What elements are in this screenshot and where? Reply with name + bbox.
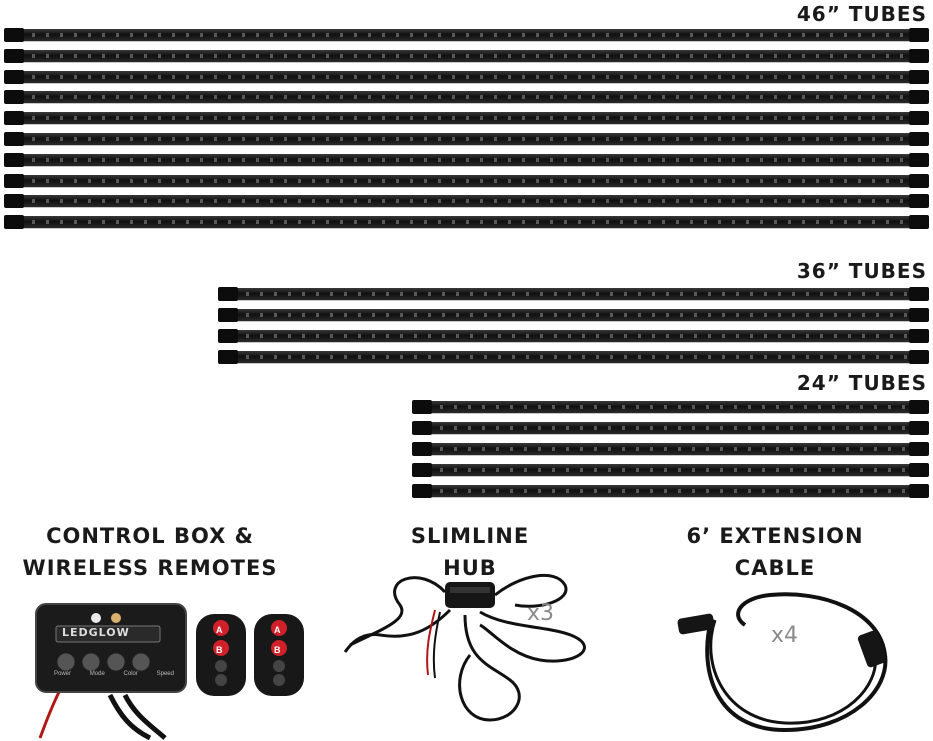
- tube-end-cap: [909, 329, 929, 343]
- cable-caption-line1: 6’ EXTENSION: [686, 524, 864, 548]
- tube-end-cap: [909, 215, 929, 229]
- hub-caption-line1: SLIMLINE: [410, 524, 530, 548]
- label-24-tubes: 24” TUBES: [796, 371, 927, 395]
- led-tube-icon: [218, 287, 929, 301]
- hub-qty: x3: [527, 601, 555, 626]
- tube-end-cap: [909, 463, 929, 477]
- tube-end-cap: [412, 421, 432, 435]
- remote2-key-b: B: [274, 645, 281, 655]
- tube-end-cap: [4, 28, 24, 42]
- remote-key-b: B: [216, 645, 223, 655]
- tube-end-cap: [909, 111, 929, 125]
- tube-end-cap: [909, 70, 929, 84]
- tube-end-cap: [909, 28, 929, 42]
- tube-end-cap: [909, 442, 929, 456]
- led-tube-icon: [412, 400, 929, 414]
- tube-end-cap: [909, 174, 929, 188]
- label-46-tubes: 46” TUBES: [796, 2, 927, 26]
- remote-icon-2: [254, 614, 304, 696]
- control-box-icon: [35, 603, 304, 740]
- control-box-button-power: Power: [54, 671, 72, 677]
- control-box-caption: CONTROL BOX & WIRELESS REMOTES: [10, 520, 290, 584]
- led-tube-icon: [4, 49, 929, 63]
- control-box-brand: LEDGLOW: [62, 626, 130, 639]
- led-tube-icon: [412, 421, 929, 435]
- remote-icon: [196, 614, 246, 696]
- tube-end-cap: [4, 111, 24, 125]
- tube-end-cap: [909, 308, 929, 322]
- led-tube-icon: [4, 215, 929, 229]
- tube-end-cap: [909, 484, 929, 498]
- tube-end-cap: [412, 484, 432, 498]
- cable-qty: x4: [771, 623, 799, 648]
- tube-end-cap: [909, 90, 929, 104]
- tube-end-cap: [909, 153, 929, 167]
- led-tube-icon: [218, 329, 929, 343]
- hub-caption: SLIMLINE HUB: [380, 520, 560, 584]
- tube-end-cap: [909, 194, 929, 208]
- tube-end-cap: [909, 421, 929, 435]
- control-box-caption-line2: WIRELESS REMOTES: [22, 556, 278, 580]
- tube-end-cap: [218, 350, 238, 364]
- led-tube-icon: [4, 28, 929, 42]
- control-box-button-mode: Mode: [89, 671, 105, 677]
- tube-end-cap: [909, 49, 929, 63]
- led-tube-icon: [412, 463, 929, 477]
- led-tube-icon: [4, 70, 929, 84]
- led-tube-icon: [4, 194, 929, 208]
- led-tube-icon: [4, 111, 929, 125]
- led-tube-icon: [4, 132, 929, 146]
- led-tube-icon: [412, 484, 929, 498]
- tube-end-cap: [4, 194, 24, 208]
- hub-caption-line2: HUB: [443, 556, 497, 580]
- tube-end-cap: [4, 153, 24, 167]
- control-box-button-labels: Power Mode Color Speed: [54, 671, 174, 677]
- remote-key-a: A: [216, 625, 223, 635]
- tube-end-cap: [909, 400, 929, 414]
- tube-end-cap: [909, 350, 929, 364]
- tube-end-cap: [218, 329, 238, 343]
- tube-end-cap: [412, 400, 432, 414]
- tube-end-cap: [4, 215, 24, 229]
- tube-end-cap: [4, 90, 24, 104]
- led-tube-icon: [4, 174, 929, 188]
- led-tube-icon: [4, 90, 929, 104]
- control-box-button-color: Color: [123, 671, 138, 677]
- tube-end-cap: [4, 49, 24, 63]
- cable-caption-line2: CABLE: [734, 556, 816, 580]
- control-box-caption-line1: CONTROL BOX &: [46, 524, 254, 548]
- control-box-button-speed: Speed: [156, 671, 174, 677]
- tube-end-cap: [4, 70, 24, 84]
- led-tube-icon: [4, 153, 929, 167]
- cable-icon: [677, 592, 888, 733]
- tube-end-cap: [4, 174, 24, 188]
- led-tube-icon: [218, 308, 929, 322]
- tube-end-cap: [218, 308, 238, 322]
- tube-end-cap: [412, 442, 432, 456]
- tube-end-cap: [909, 132, 929, 146]
- led-tube-icon: [412, 442, 929, 456]
- tube-end-cap: [4, 132, 24, 146]
- cable-caption: 6’ EXTENSION CABLE: [660, 520, 890, 584]
- tube-end-cap: [412, 463, 432, 477]
- label-36-tubes: 36” TUBES: [796, 259, 927, 283]
- tube-end-cap: [218, 287, 238, 301]
- led-tube-icon: [218, 350, 929, 364]
- tube-end-cap: [909, 287, 929, 301]
- remote2-key-a: A: [274, 625, 281, 635]
- hub-icon: [343, 573, 586, 722]
